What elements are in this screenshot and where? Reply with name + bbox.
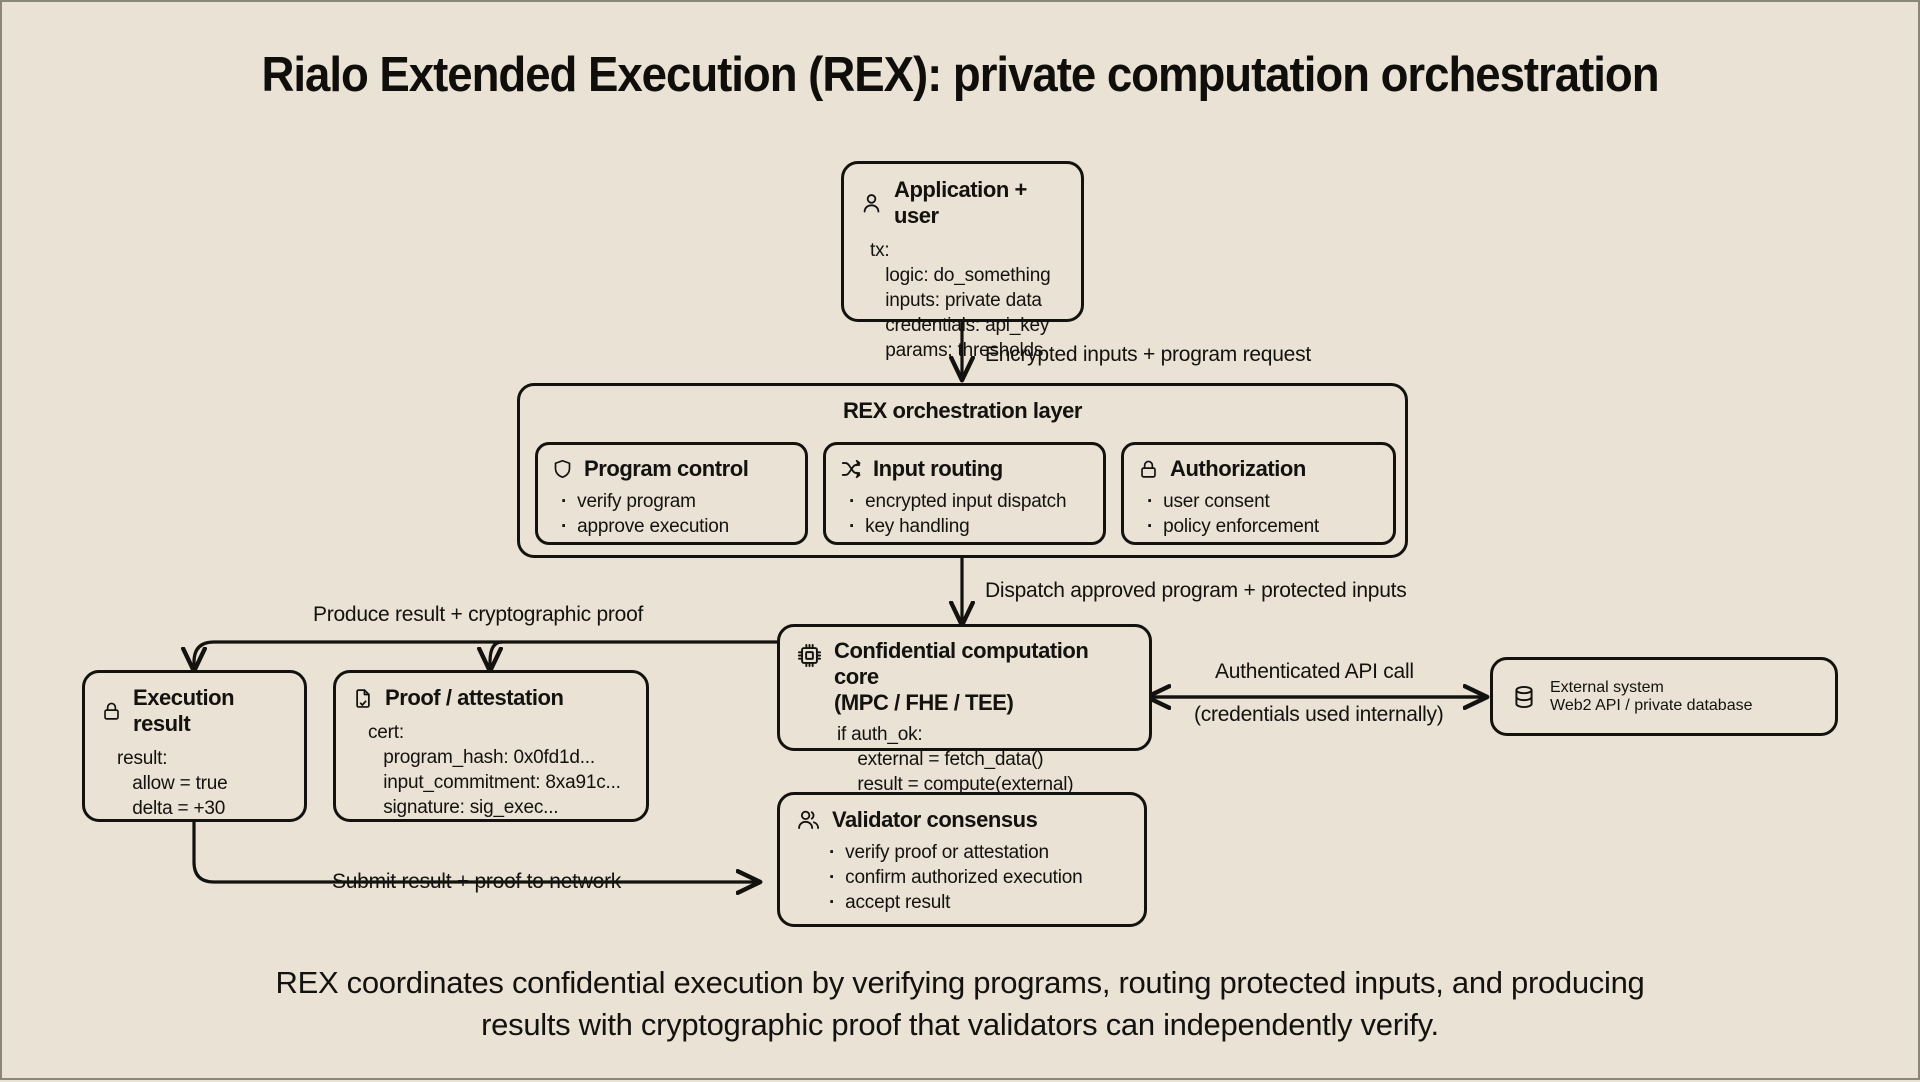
node-confidential-computation-core[interactable]: Confidential computation core (MPC / FHE… (777, 624, 1152, 795)
program-control-bullet-1: approve execution (561, 514, 791, 539)
shield-icon (552, 458, 573, 480)
node-external-system[interactable]: External system Web2 API / private datab… (1490, 657, 1838, 736)
application-line-2: inputs: private data (870, 290, 1042, 311)
proof-title: Proof / attestation (385, 685, 564, 710)
user-icon (860, 192, 883, 215)
program-control-title: Program control (584, 456, 749, 481)
proof-header: Proof / attestation (352, 685, 630, 711)
edge-label-core-to-results: Produce result + cryptographic proof (313, 603, 644, 626)
external-system-title-line1: External system (1550, 678, 1664, 696)
core-line-2: result = compute(external) (837, 774, 1074, 795)
program-control-bullet-0: verify program (561, 489, 791, 514)
proof-line-0: cert: (368, 722, 404, 743)
application-line-3: credentials: api_key (870, 315, 1050, 336)
lock-icon (1138, 458, 1159, 480)
edge-label-authenticated-api-call: Authenticated API call (1215, 660, 1414, 683)
edge-core-to-proof (490, 640, 502, 670)
proof-line-2: input_commitment: 8xa91c... (368, 772, 621, 793)
document-check-icon (352, 687, 374, 710)
program-control-header: Program control (552, 456, 791, 482)
application-line-0: tx: (870, 240, 890, 261)
execution-result-title: Execution result (133, 685, 235, 736)
external-system-title-line2: Web2 API / private database (1550, 696, 1753, 714)
page-title: Rialo Extended Execution (REX): private … (261, 48, 1659, 102)
core-line-0: if auth_ok: (837, 724, 923, 745)
proof-line-1: program_hash: 0x0fd1d... (368, 747, 595, 768)
input-routing-bullet-1: key handling (849, 514, 1089, 539)
core-title-line2: (MPC / FHE / TEE) (834, 690, 1014, 715)
edge-label-credentials-used-internally: (credentials used internally) (1194, 703, 1444, 726)
core-header: Confidential computation core (MPC / FHE… (796, 638, 1133, 716)
authorization-bullet-0: user consent (1147, 489, 1379, 514)
users-icon (796, 808, 821, 832)
application-line-1: logic: do_something (870, 265, 1051, 286)
node-rex-orchestration-layer[interactable]: REX orchestration layer Program control … (517, 383, 1408, 558)
authorization-header: Authorization (1138, 456, 1379, 482)
application-line-4: params: thresholds (870, 340, 1044, 361)
core-title-line1: Confidential computation core (834, 638, 1089, 689)
chip-icon (796, 642, 823, 669)
validator-bullet-2: accept result (829, 890, 1128, 915)
execution-result-header: Execution result (101, 685, 288, 737)
shuffle-icon (840, 458, 862, 480)
core-line-1: external = fetch_data() (837, 749, 1044, 770)
execution-result-line-1: allow = true (117, 773, 228, 794)
node-application-user[interactable]: Application + user tx: logic: do_somethi… (841, 161, 1084, 361)
input-routing-bullet-0: encrypted input dispatch (849, 489, 1089, 514)
edge-label-result-to-validator: Submit result + proof to network (332, 870, 622, 893)
validator-title: Validator consensus (832, 807, 1038, 832)
validator-bullet-0: verify proof or attestation (829, 840, 1128, 865)
node-execution-result[interactable]: Execution result result: allow = true de… (82, 670, 307, 822)
application-title: Application + user (894, 177, 1027, 228)
authorization-bullet-1: policy enforcement (1147, 514, 1379, 539)
node-program-control[interactable]: Program control verify program approve e… (535, 442, 808, 545)
node-input-routing[interactable]: Input routing encrypted input dispatch k… (823, 442, 1106, 545)
proof-line-3: signature: sig_exec... (368, 797, 559, 818)
orchestration-title: REX orchestration layer (842, 398, 1083, 423)
input-routing-header: Input routing (840, 456, 1089, 482)
node-validator-consensus[interactable]: Validator consensus verify proof or atte… (777, 792, 1147, 927)
node-proof-attestation[interactable]: Proof / attestation cert: program_hash: … (333, 670, 649, 822)
authorization-title: Authorization (1170, 456, 1306, 481)
edge-label-app-to-rex: Encrypted inputs + program request (985, 343, 1311, 366)
edge-label-rex-to-core: Dispatch approved program + protected in… (985, 579, 1407, 602)
node-authorization[interactable]: Authorization user consent policy enforc… (1121, 442, 1396, 545)
lock-icon (101, 700, 122, 722)
edge-core-to-execution-result (194, 640, 777, 670)
application-header: Application + user (860, 177, 1065, 229)
validator-header: Validator consensus (796, 807, 1128, 833)
database-icon (1511, 684, 1537, 710)
execution-result-line-2: delta = +30 (117, 798, 226, 819)
input-routing-title: Input routing (873, 456, 1003, 481)
diagram-caption: REX coordinates confidential execution b… (275, 965, 1645, 1042)
validator-bullet-1: confirm authorized execution (829, 865, 1128, 890)
execution-result-line-0: result: (117, 748, 168, 769)
